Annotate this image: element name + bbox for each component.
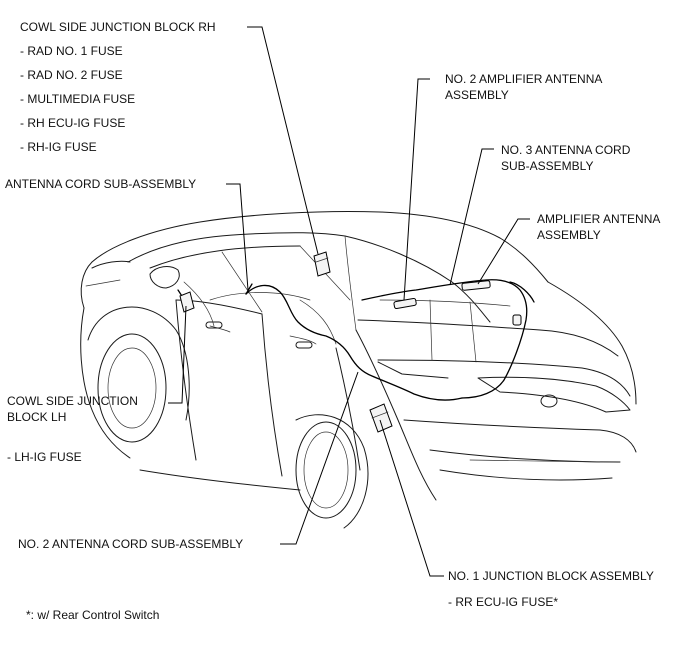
junction-block-part [179,251,393,433]
leader-lines [168,26,530,577]
amp-antenna-line2: ASSEMBLY [537,228,601,242]
sedan-body-outline [80,211,637,529]
cowl-rh-title: COWL SIDE JUNCTION BLOCK RH [20,20,216,34]
cowl-side-junction-block-lh-callout: COWL SIDE JUNCTION BLOCK LH - LH-IG FUSE [7,393,138,465]
rh-ecu-ig-fuse-label: - RH ECU-IG FUSE [20,116,126,130]
cowl-side-junction-block-rh-callout: COWL SIDE JUNCTION BLOCK RH - RAD NO. 1 … [20,19,216,155]
no3-antenna-cord-line2: SUB-ASSEMBLY [501,159,594,173]
no2-amplifier-antenna-callout: NO. 2 AMPLIFIER ANTENNA ASSEMBLY [445,71,602,103]
no3-antenna-cord-callout: NO. 3 ANTENNA CORD SUB-ASSEMBLY [501,142,630,174]
rad-no1-fuse-label: - RAD NO. 1 FUSE [20,44,123,58]
cowl-lh-line2: BLOCK LH [7,410,67,424]
no1-junction-block-callout: NO. 1 JUNCTION BLOCK ASSEMBLY - RR ECU-I… [448,568,654,610]
no2-amp-antenna-line2: ASSEMBLY [445,88,509,102]
rr-ecu-ig-fuse-label: - RR ECU-IG FUSE* [448,595,559,609]
rh-ig-fuse-label: - RH-IG FUSE [20,140,97,154]
lh-ig-fuse-label: - LH-IG FUSE [7,450,82,464]
antenna-wire-harness [177,279,535,401]
antenna-cord-sub-assembly-label: ANTENNA CORD SUB-ASSEMBLY [5,177,197,191]
no2-antenna-cord-sub-assembly-label: NO. 2 ANTENNA CORD SUB-ASSEMBLY [18,537,244,551]
amplifier-antenna-callout: AMPLIFIER ANTENNA ASSEMBLY [537,211,660,243]
no2-amp-antenna-line1: NO. 2 AMPLIFIER ANTENNA [445,72,603,86]
amp-antenna-line1: AMPLIFIER ANTENNA [537,212,661,226]
footnote: *: w/ Rear Control Switch [26,608,160,622]
no3-antenna-cord-line1: NO. 3 ANTENNA CORD [501,143,631,157]
amplifier-antenna-part [393,280,522,326]
cowl-lh-line1: COWL SIDE JUNCTION [7,394,138,408]
no1-junction-block-title: NO. 1 JUNCTION BLOCK ASSEMBLY [448,569,654,583]
rad-no2-fuse-label: - RAD NO. 2 FUSE [20,68,123,82]
multimedia-fuse-label: - MULTIMEDIA FUSE [20,92,136,106]
